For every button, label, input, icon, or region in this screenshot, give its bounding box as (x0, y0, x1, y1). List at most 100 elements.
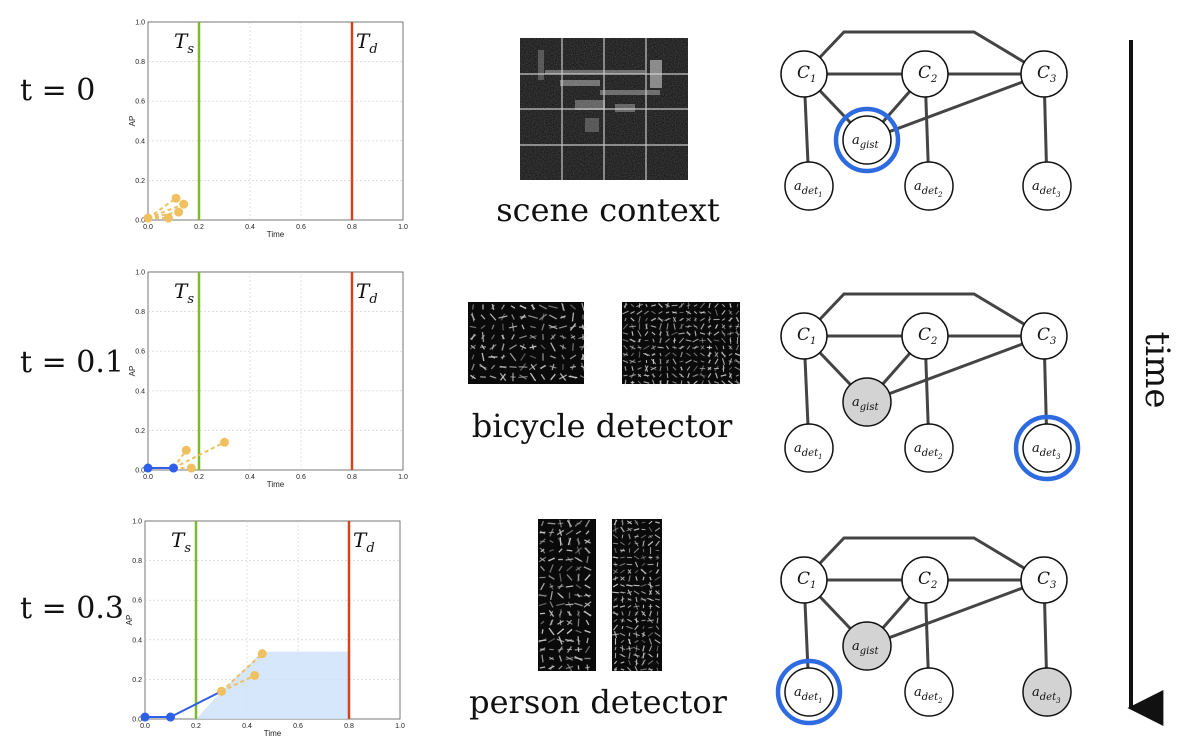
node-c3 (1020, 50, 1068, 98)
x-tick-label: 0.2 (194, 224, 204, 231)
hog-stroke (614, 646, 617, 651)
hog-stroke (584, 645, 591, 654)
hog-stroke (572, 343, 574, 351)
hog-stroke (634, 666, 639, 673)
hog-stroke (585, 530, 590, 535)
hog-stroke (636, 303, 643, 308)
hog-stroke (678, 332, 685, 335)
x-tick-label: 0.8 (347, 224, 357, 231)
hog-stroke (672, 366, 677, 371)
hog-stroke (713, 381, 720, 384)
selected-path-point (169, 463, 178, 473)
hog-stroke (558, 611, 563, 616)
hog-stroke (633, 654, 640, 657)
node-subscript: gist (860, 140, 880, 151)
node-subscript: 2 (930, 74, 937, 85)
hog-stroke (647, 541, 654, 546)
hog-stroke (519, 345, 527, 349)
hog-stroke (585, 547, 590, 554)
hog-stroke (648, 667, 653, 672)
hog-stroke (569, 354, 577, 360)
hog-stroke (721, 323, 726, 330)
hog-stroke (735, 379, 740, 386)
hog-stroke (666, 323, 669, 330)
hog-stroke (620, 520, 625, 525)
node-c2 (901, 50, 949, 98)
hog-stroke (654, 576, 661, 581)
hog-stroke (491, 344, 495, 350)
hog-stroke (561, 334, 565, 340)
x-tick-label: 1.0 (398, 224, 408, 231)
hog-stroke (620, 654, 625, 657)
caption-scene-context: scene context (496, 191, 720, 229)
node-subscript: det (802, 692, 819, 703)
hog-stroke (538, 313, 548, 321)
hog-stroke (666, 366, 669, 371)
hog-stroke (648, 570, 653, 573)
hog-stroke (501, 343, 505, 351)
hog-stroke (566, 565, 573, 572)
hog-stroke (627, 569, 632, 574)
hog-stroke (635, 631, 638, 638)
hog-stroke (626, 625, 633, 630)
ap-area-fill (196, 651, 349, 719)
hog-stroke (640, 583, 647, 588)
hog-stroke (548, 627, 555, 636)
hog-stroke (566, 629, 573, 634)
start-point (143, 213, 153, 223)
hog-stroke (561, 354, 565, 360)
hog-stroke (714, 358, 719, 365)
hog-stroke (680, 366, 683, 371)
hog-stroke (686, 310, 691, 315)
hog-stroke (628, 533, 631, 540)
node-subsubscript: 2 (937, 191, 943, 199)
hog-stroke (471, 363, 475, 371)
hog-stroke (626, 647, 633, 650)
hog-stroke (734, 380, 741, 385)
hog-stroke (671, 331, 678, 336)
x-tick-label: 0.6 (293, 723, 303, 730)
node-c1 (780, 556, 828, 604)
y-tick-label: 1.0 (135, 270, 145, 277)
hog-stroke (649, 610, 652, 617)
hog-stroke (559, 573, 562, 582)
y-tick-label: 0.0 (132, 717, 142, 724)
x-axis-label: Time (267, 230, 285, 239)
hog-stroke (550, 342, 556, 352)
hog-stroke (580, 365, 586, 369)
y-tick-label: 0.6 (132, 598, 142, 605)
hog-stroke (647, 653, 654, 658)
hog-stroke (518, 375, 528, 379)
hog-stroke (490, 375, 496, 379)
hog-stroke (634, 569, 639, 574)
hog-stroke (621, 534, 624, 539)
hog-stroke (577, 537, 580, 546)
node-a-det3 (1022, 667, 1072, 717)
hog-stroke (613, 598, 618, 601)
hog-stroke (612, 591, 619, 594)
hog-stroke (481, 352, 485, 362)
hog-stroke (658, 317, 663, 322)
hog-stroke (614, 576, 617, 581)
hog-stroke (644, 365, 649, 372)
hog-stroke (576, 566, 581, 571)
hog-stroke (642, 631, 645, 638)
node-subscript: det (802, 186, 819, 197)
hog-stroke (651, 379, 656, 386)
x-tick-label: 0.8 (347, 474, 357, 481)
hog-stroke (679, 345, 684, 350)
hog-stroke (577, 610, 580, 617)
hog-stroke (634, 611, 639, 616)
hog-stroke (659, 380, 662, 385)
x-tick-label: 0.4 (245, 474, 255, 481)
hog-stroke (575, 530, 582, 535)
hog-stroke (655, 556, 660, 559)
hog-stroke (557, 593, 564, 598)
hog-stroke (480, 324, 486, 330)
hog-stroke (634, 561, 639, 568)
hog-stroke (692, 380, 699, 385)
hog-stroke (654, 534, 661, 539)
hog-stroke (637, 345, 642, 350)
